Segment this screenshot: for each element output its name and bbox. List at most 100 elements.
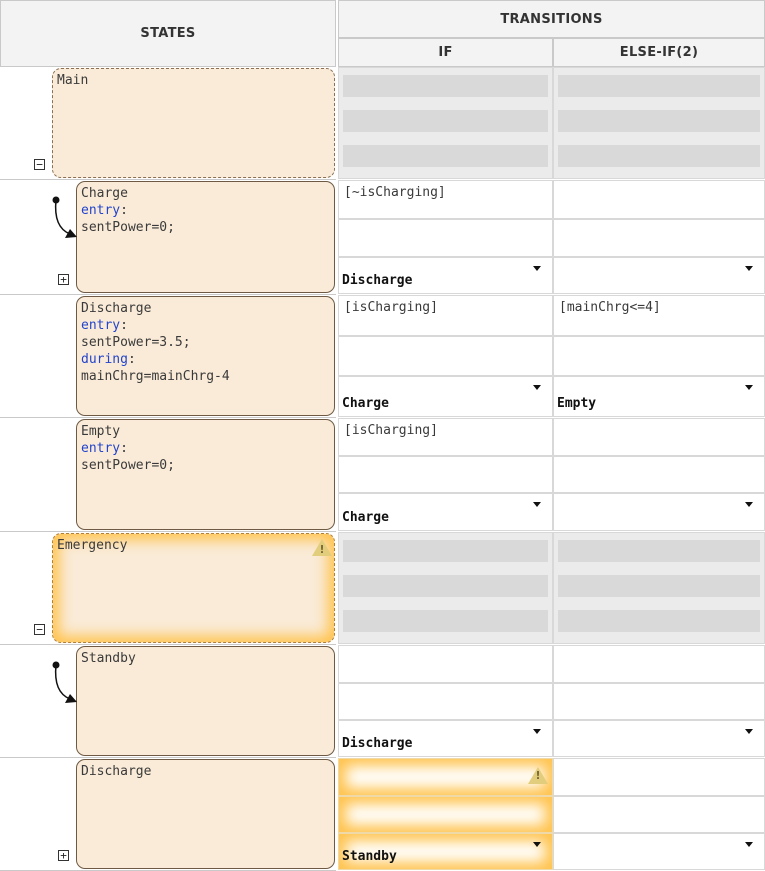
state-box-main[interactable]: Main: [52, 68, 335, 178]
if-condition-cell[interactable]: !: [338, 758, 553, 796]
collapse-icon[interactable]: −: [34, 624, 45, 635]
elseif-destination-dropdown[interactable]: [553, 833, 765, 870]
chevron-down-icon[interactable]: [533, 502, 541, 507]
transitions-header: TRANSITIONS: [338, 0, 765, 38]
chevron-down-icon[interactable]: [533, 266, 541, 271]
destination-value: Standby: [342, 849, 397, 864]
elseif-condition-cell[interactable]: [mainChrg<=4]: [553, 295, 765, 336]
default-transition-icon: [52, 661, 77, 703]
elseif-action-cell[interactable]: [553, 336, 765, 376]
state-box-standby[interactable]: Standby: [76, 646, 335, 756]
elseif-superstate-area: [553, 67, 765, 179]
elseif-condition-cell[interactable]: [553, 645, 765, 683]
elseif-condition-cell[interactable]: [553, 758, 765, 796]
state-name: Standby: [81, 651, 136, 666]
state-box-emergency[interactable]: Emergency!: [52, 533, 335, 643]
state-name: Discharge: [81, 301, 152, 316]
destination-value: Empty: [557, 396, 597, 411]
if-column-header[interactable]: IF: [338, 38, 553, 67]
if-action-cell[interactable]: [338, 219, 553, 257]
placeholder-bar: [343, 575, 548, 597]
if-destination-dropdown[interactable]: Standby: [338, 833, 553, 870]
if-superstate-area: [338, 67, 553, 179]
state-name: Empty: [81, 424, 121, 439]
state-name: Discharge: [81, 764, 152, 779]
action-colon: :: [120, 318, 128, 333]
elseif-destination-dropdown[interactable]: [553, 493, 765, 531]
destination-value: Charge: [342, 396, 389, 411]
placeholder-bar: [343, 110, 548, 132]
if-action-cell[interactable]: [338, 336, 553, 376]
chevron-down-icon[interactable]: [533, 385, 541, 390]
chevron-down-icon[interactable]: [745, 842, 753, 847]
elseif-action-cell[interactable]: [553, 796, 765, 833]
elseif-destination-dropdown[interactable]: Empty: [553, 376, 765, 417]
destination-value: Discharge: [342, 736, 413, 751]
destination-value: Charge: [342, 510, 389, 525]
action-text: sentPower=3.5;: [81, 335, 191, 350]
if-action-cell[interactable]: [338, 796, 553, 833]
elseif-condition-cell[interactable]: [553, 418, 765, 456]
placeholder-bar: [558, 610, 760, 632]
state-action-line: mainChrg=mainChrg-4: [81, 368, 330, 385]
state-action-line: sentPower=0;: [81, 457, 330, 474]
expand-icon[interactable]: +: [58, 850, 69, 861]
if-condition-cell[interactable]: [isCharging]: [338, 418, 553, 456]
placeholder-bar: [343, 540, 548, 562]
action-text: sentPower=0;: [81, 220, 175, 235]
state-row: Emergency!−: [0, 532, 336, 645]
action-colon: :: [127, 352, 136, 367]
elseif-action-cell[interactable]: [553, 456, 765, 493]
state-row: Discharge +: [0, 758, 336, 871]
state-action-line: entry:: [81, 317, 330, 334]
if-destination-dropdown[interactable]: Discharge: [338, 720, 553, 757]
elseif-destination-dropdown[interactable]: [553, 720, 765, 757]
action-colon: :: [120, 203, 128, 218]
if-destination-dropdown[interactable]: Discharge: [338, 257, 553, 294]
collapse-icon[interactable]: −: [34, 159, 45, 170]
state-name: Emergency: [57, 538, 128, 553]
state-name: Main: [57, 73, 89, 88]
if-action-cell[interactable]: [338, 456, 553, 493]
chevron-down-icon[interactable]: [745, 266, 753, 271]
action-colon: :: [120, 441, 128, 456]
state-row: Standby: [0, 645, 336, 758]
state-action-line: entry:: [81, 202, 330, 219]
elseif-column-header[interactable]: ELSE-IF(2): [553, 38, 765, 67]
elseif-action-cell[interactable]: [553, 683, 765, 720]
chevron-down-icon[interactable]: [745, 729, 753, 734]
action-keyword: entry: [81, 318, 121, 333]
elseif-action-cell[interactable]: [553, 219, 765, 257]
condition-text: [isCharging]: [344, 423, 438, 438]
elseif-condition-cell[interactable]: [553, 180, 765, 219]
placeholder-bar: [343, 145, 548, 167]
expand-icon[interactable]: +: [58, 274, 69, 285]
if-destination-dropdown[interactable]: Charge: [338, 493, 553, 531]
if-action-cell[interactable]: [338, 683, 553, 720]
chevron-down-icon[interactable]: [745, 502, 753, 507]
action-text: mainChrg=mainChrg-4: [81, 369, 230, 384]
elseif-destination-dropdown[interactable]: [553, 257, 765, 294]
if-condition-cell[interactable]: [isCharging]: [338, 295, 553, 336]
action-keyword: entry: [81, 441, 121, 456]
if-condition-cell[interactable]: [338, 645, 553, 683]
warning-icon[interactable]: !: [528, 767, 548, 784]
chevron-down-icon[interactable]: [745, 385, 753, 390]
state-box-discharge[interactable]: Discharge: [76, 759, 335, 869]
warning-mark: !: [535, 769, 541, 782]
chevron-down-icon[interactable]: [533, 729, 541, 734]
warning-icon[interactable]: !: [312, 539, 332, 556]
if-condition-cell[interactable]: [~isCharging]: [338, 180, 553, 219]
chevron-down-icon[interactable]: [533, 842, 541, 847]
placeholder-bar: [343, 610, 548, 632]
state-action-line: entry:: [81, 440, 330, 457]
if-destination-dropdown[interactable]: Charge: [338, 376, 553, 417]
action-keyword: during: [81, 352, 128, 367]
warning-mark: !: [319, 543, 325, 556]
